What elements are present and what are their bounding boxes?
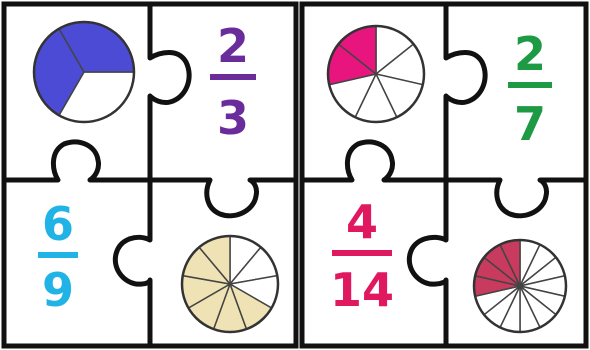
numerator-2: 2	[217, 19, 249, 73]
fraction-bar	[210, 74, 256, 80]
fraction-two-thirds: 2 3	[210, 19, 256, 145]
denominator-7: 7	[514, 97, 546, 151]
pie-ninths	[182, 236, 278, 332]
denominator-9: 9	[42, 263, 74, 317]
fraction-six-ninths: 6 9	[38, 197, 78, 317]
pie-sevenths	[328, 26, 424, 122]
denominator-3: 3	[217, 91, 249, 145]
fraction-bar	[508, 82, 552, 88]
fraction-bar	[332, 250, 392, 256]
pie-fourteenths	[474, 240, 566, 332]
fraction-bar	[38, 252, 78, 258]
numerator-2: 2	[514, 27, 546, 81]
fraction-two-sevenths: 2 7	[508, 27, 552, 151]
numerator-6: 6	[42, 197, 74, 251]
numerator-4: 4	[346, 195, 378, 249]
fraction-four-fourteenths: 4 14	[330, 195, 394, 317]
denominator-14: 14	[330, 263, 394, 317]
pie-thirds	[34, 22, 134, 122]
